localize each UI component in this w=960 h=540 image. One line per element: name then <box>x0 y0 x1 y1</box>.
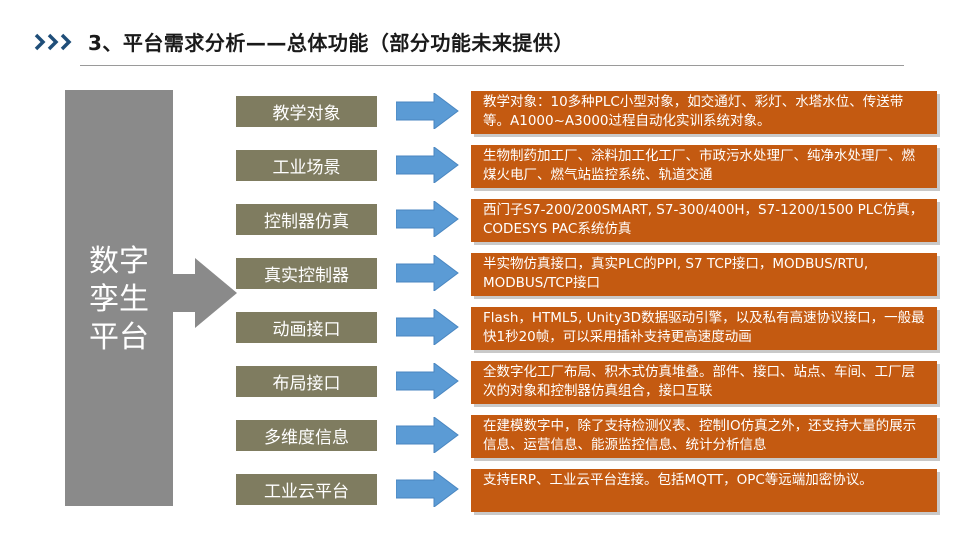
feature-label: 真实控制器 <box>236 258 377 289</box>
arrow-right-icon <box>395 470 460 508</box>
arrow-right-icon <box>395 146 460 184</box>
feature-row: 布局接口 全数字化工厂布局、积木式仿真堆叠。部件、接口、站点、车间、工厂层次的对象… <box>0 361 960 410</box>
platform-label-line: 平台 <box>89 320 149 355</box>
title-divider <box>80 65 904 66</box>
feature-label: 工业场景 <box>236 150 377 181</box>
feature-row: 多维度信息 在建模数字中，除了支持检测仪表、控制IO仿真之外，还支持大量的展示信息… <box>0 415 960 464</box>
feature-description: Flash，HTML5, Unity3D数据驱动引擎，以及私有高速协议接口，一般… <box>471 307 937 350</box>
feature-description: 生物制药加工厂、涂料加工化工厂、市政污水处理厂、纯净水处理厂、燃煤火电厂、燃气站… <box>471 145 937 188</box>
feature-description: 全数字化工厂布局、积木式仿真堆叠。部件、接口、站点、车间、工厂层次的对象和控制器… <box>471 361 937 404</box>
feature-row: 动画接口 Flash，HTML5, Unity3D数据驱动引擎，以及私有高速协议接… <box>0 307 960 356</box>
feature-row: 控制器仿真 西门子S7-200/200SMART, S7-300/400H，S7-… <box>0 199 960 248</box>
feature-description: 在建模数字中，除了支持检测仪表、控制IO仿真之外，还支持大量的展示信息、运营信息… <box>471 415 937 458</box>
platform-label-line: 数字 <box>89 244 149 279</box>
platform-label-line: 孪生 <box>89 282 149 317</box>
feature-label: 动画接口 <box>236 312 377 343</box>
chevron-right-icon <box>34 33 72 51</box>
feature-label: 控制器仿真 <box>236 204 377 235</box>
arrow-right-icon <box>395 416 460 454</box>
feature-row: 工业云平台 支持ERP、工业云平台连接。包括MQTT，OPC等远端加密协议。 <box>0 469 960 518</box>
platform-arrow-icon <box>173 258 237 328</box>
feature-label: 布局接口 <box>236 366 377 397</box>
feature-label: 多维度信息 <box>236 420 377 451</box>
platform-label: 数字 孪生 平台 <box>65 243 173 357</box>
feature-description: 支持ERP、工业云平台连接。包括MQTT，OPC等远端加密协议。 <box>471 469 937 512</box>
feature-row: 真实控制器 半实物仿真接口，真实PLC的PPI, S7 TCP接口，MODBUS/… <box>0 253 960 302</box>
platform-panel <box>65 90 173 506</box>
arrow-right-icon <box>395 362 460 400</box>
arrow-right-icon <box>395 254 460 292</box>
page-title: 3、平台需求分析——总体功能（部分功能未来提供） <box>88 31 574 55</box>
feature-description: 半实物仿真接口，真实PLC的PPI, S7 TCP接口，MODBUS/RTU, … <box>471 253 937 296</box>
feature-label: 教学对象 <box>236 96 377 127</box>
arrow-right-icon <box>395 308 460 346</box>
feature-row: 教学对象 教学对象：10多种PLC小型对象，如交通灯、彩灯、水塔水位、传送带等。A… <box>0 91 960 140</box>
feature-description: 西门子S7-200/200SMART, S7-300/400H，S7-1200/… <box>471 199 937 242</box>
feature-description: 教学对象：10多种PLC小型对象，如交通灯、彩灯、水塔水位、传送带等。A1000… <box>471 91 937 134</box>
arrow-right-icon <box>395 92 460 130</box>
feature-row: 工业场景 生物制药加工厂、涂料加工化工厂、市政污水处理厂、纯净水处理厂、燃煤火电厂… <box>0 145 960 194</box>
feature-label: 工业云平台 <box>236 474 377 505</box>
arrow-right-icon <box>395 200 460 238</box>
